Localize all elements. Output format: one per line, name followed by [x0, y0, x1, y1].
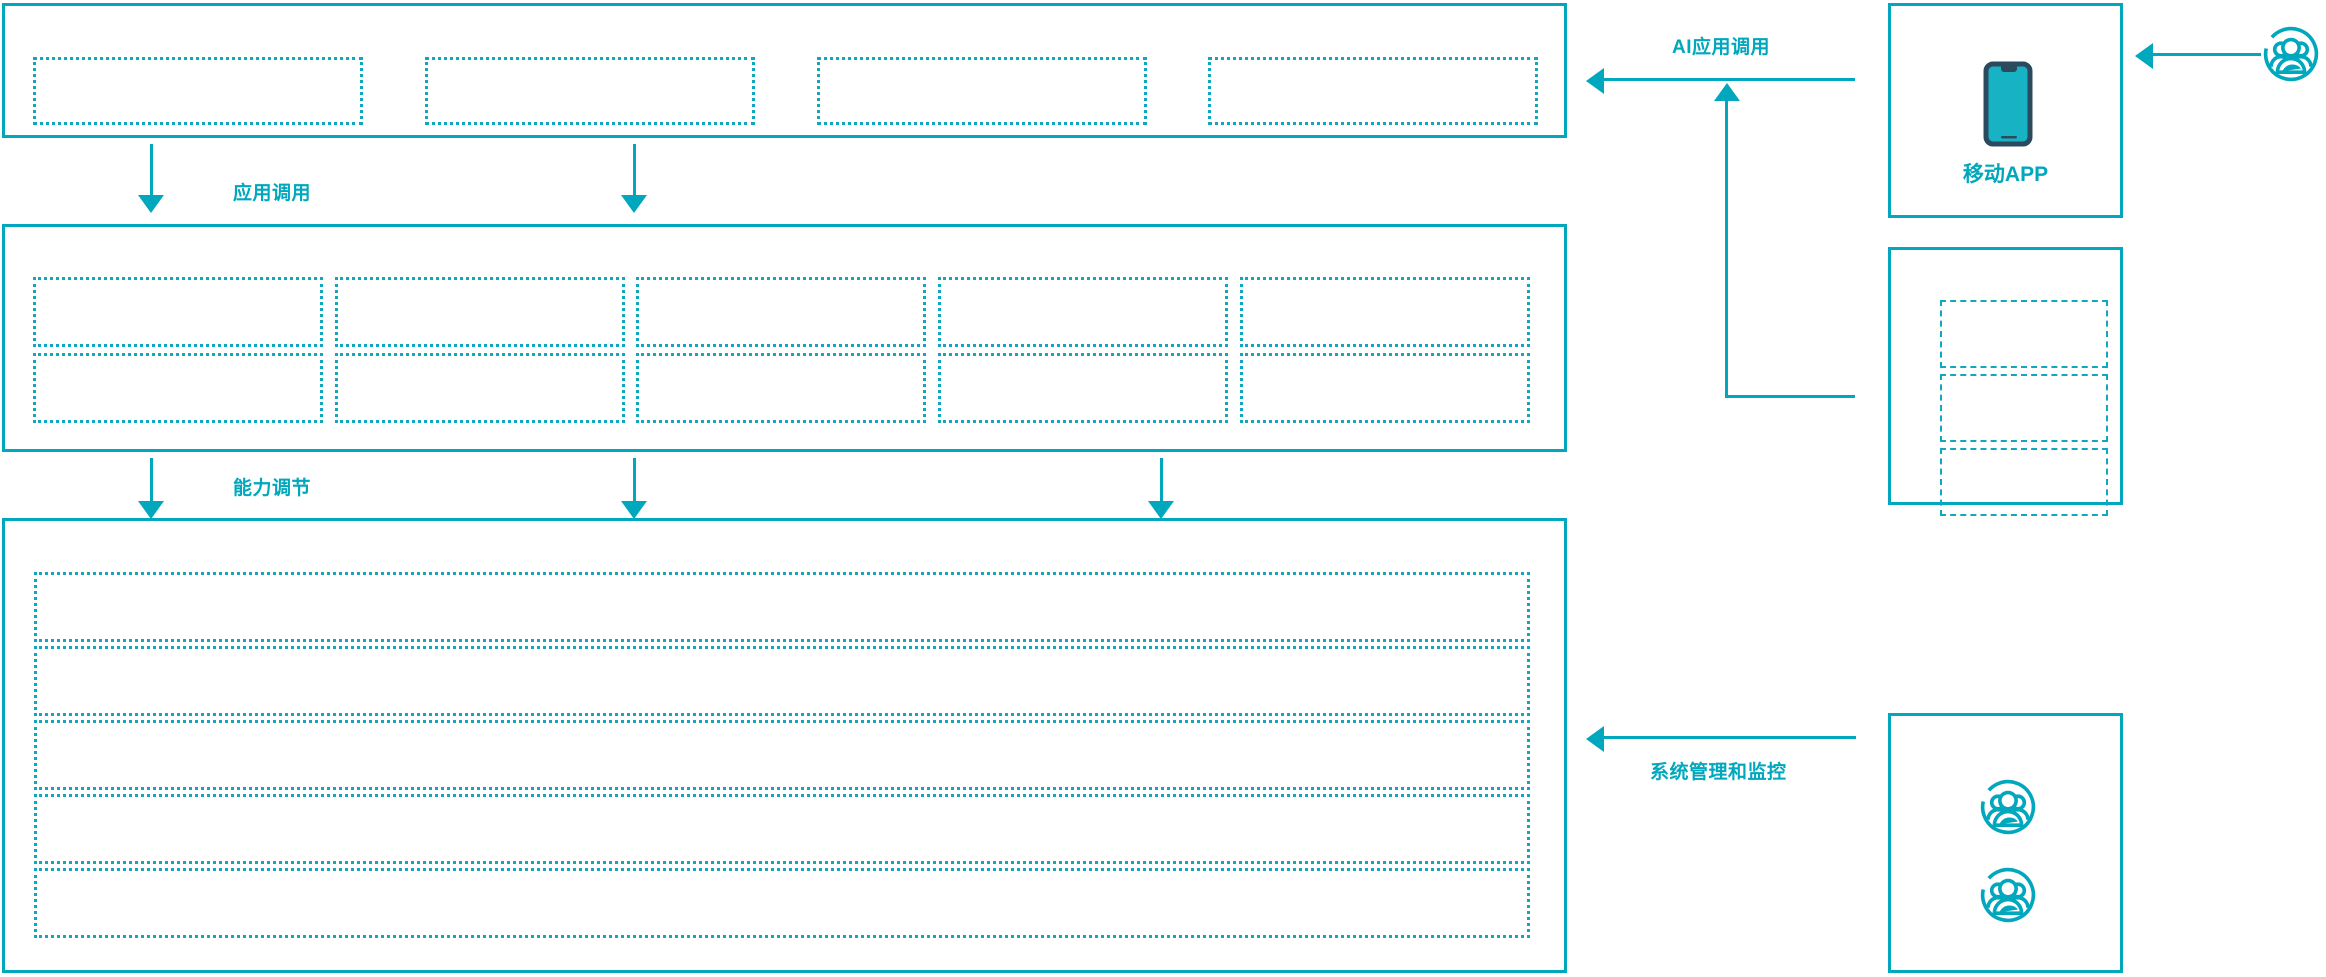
channel-connector-horizontal [1725, 395, 1855, 398]
channel-connector-arrow-head [1714, 83, 1740, 101]
cap-cell-5-2[interactable] [1240, 353, 1530, 423]
ai-application-call-arrow-line [1604, 78, 1855, 81]
capability-adjust-arrow-3-line [1160, 458, 1163, 503]
mobile-phone-icon [1983, 61, 2035, 152]
application-call-arrow-1-head [138, 195, 164, 213]
cap-cell-4-1[interactable] [938, 277, 1228, 347]
channel-slot-2[interactable] [1940, 374, 2108, 442]
application-call-arrow-2-line [633, 144, 636, 197]
infra-band-1[interactable] [34, 572, 1530, 642]
infra-band-4[interactable] [34, 794, 1530, 864]
user-group-icon [1980, 779, 2036, 835]
cap-cell-2-1[interactable] [335, 277, 625, 347]
cap-cell-1-2[interactable] [33, 353, 323, 423]
mobile-app-panel[interactable]: 移动APP [1888, 3, 2123, 218]
capability-adjust-arrow-2-line [633, 458, 636, 503]
infra-band-2[interactable] [34, 646, 1530, 716]
capability-adjust-arrow-2-head [621, 501, 647, 519]
ai-application-call-arrow-head [1586, 68, 1604, 94]
capability-adjust-arrow-3-head [1148, 501, 1174, 519]
channel-slot-3[interactable] [1940, 448, 2108, 516]
cap-cell-5-1[interactable] [1240, 277, 1530, 347]
system-management-arrow-head [1586, 726, 1604, 752]
system-management-label: 系统管理和监控 [1650, 762, 1787, 783]
capability-layer [2, 224, 1567, 452]
capability-adjust-arrow-1-head [138, 501, 164, 519]
cap-cell-1-1[interactable] [33, 277, 323, 347]
channel-slot-1[interactable] [1940, 300, 2108, 368]
cap-cell-3-1[interactable] [636, 277, 926, 347]
infrastructure-layer [2, 518, 1567, 973]
cap-cell-2-2[interactable] [335, 353, 625, 423]
capability-adjust-label: 能力调节 [233, 478, 312, 499]
end-user-to-mobile-arrow-head [2135, 43, 2153, 69]
mobile-app-caption: 移动APP [1962, 163, 2049, 186]
operations-user-icon-1[interactable] [1979, 778, 2037, 841]
capability-adjust-arrow-1-line [150, 458, 153, 503]
infra-band-3[interactable] [34, 720, 1530, 790]
system-management-arrow-line [1604, 736, 1856, 739]
infra-band-5[interactable] [34, 868, 1530, 938]
application-layer [2, 3, 1567, 138]
channel-panel[interactable] [1888, 247, 2123, 505]
cap-cell-4-2[interactable] [938, 353, 1228, 423]
application-call-arrow-1-line [150, 144, 153, 197]
operations-user-icon-2[interactable] [1979, 866, 2037, 929]
user-group-icon [2263, 26, 2319, 82]
cap-cell-3-2[interactable] [636, 353, 926, 423]
application-call-arrow-2-head [621, 195, 647, 213]
app-slot-4[interactable] [1208, 57, 1538, 125]
app-slot-3[interactable] [817, 57, 1147, 125]
user-group-icon [1980, 867, 2036, 923]
end-user-to-mobile-arrow-line [2153, 53, 2261, 56]
app-slot-2[interactable] [425, 57, 755, 125]
ai-application-call-label: AI应用调用 [1672, 37, 1771, 58]
end-user-actor[interactable] [2262, 25, 2320, 88]
operations-panel[interactable] [1888, 713, 2123, 973]
channel-connector-vertical [1725, 100, 1728, 398]
app-slot-1[interactable] [33, 57, 363, 125]
application-call-label: 应用调用 [233, 183, 312, 204]
